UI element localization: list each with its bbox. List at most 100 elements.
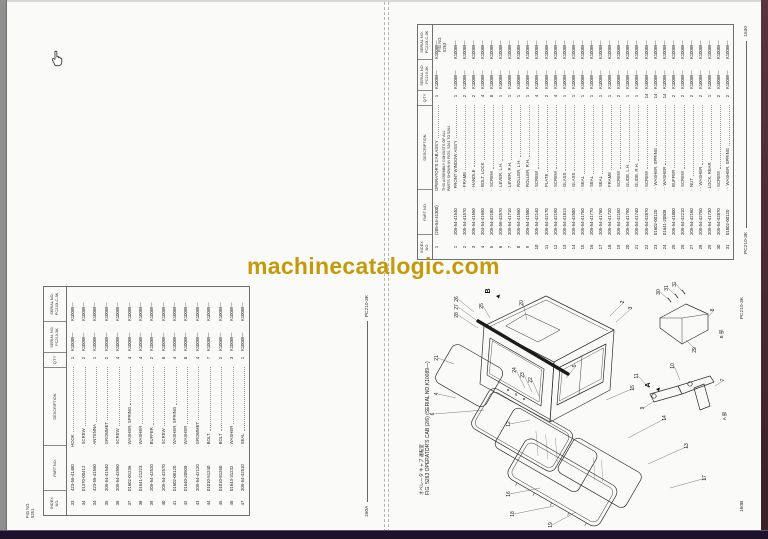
callout-leader-line — [437, 357, 455, 365]
right-table-footer-model: PC210-3K — [743, 231, 749, 254]
view-marker-arrow — [656, 387, 660, 392]
callout-number: 22 — [528, 377, 534, 383]
glass-pane-13 — [557, 437, 642, 508]
lever-part — [677, 375, 715, 395]
callout-leader-line — [531, 379, 540, 397]
lever-part — [649, 385, 683, 403]
callout-leader-line — [669, 477, 707, 489]
viewer-bottom-bar — [0, 530, 768, 539]
right-table-rotated-block: FIG NO. 5263 INDEX NO.PART NO.DESCRIPTIO… — [413, 20, 747, 262]
section-label: A 部 — [721, 411, 728, 420]
right-table-footer: PC210-3K 1630 — [740, 26, 752, 254]
window-frame-17 — [507, 438, 618, 527]
callout-number: 10 — [670, 363, 676, 369]
callout-leader-line — [523, 374, 533, 393]
callout-leader-line — [457, 306, 477, 321]
exploded-diagram: 2345687910111213141516171819202122232425… — [430, 282, 728, 528]
callout-leader-line — [685, 339, 697, 351]
callout-leader-line — [714, 379, 725, 387]
left-fig-number-label: FIG NO. 5261 — [25, 502, 36, 518]
cab-front-face — [479, 325, 555, 423]
right-table-footer-page: 1630 — [743, 26, 749, 37]
callout-number: 31 — [664, 285, 670, 291]
callout-leader-line — [437, 393, 457, 399]
callout-leader-line — [659, 291, 669, 300]
right-table-footer-rule — [745, 40, 747, 228]
left-footer-model: PC210-3K — [364, 295, 370, 318]
callout-number: 11 — [634, 373, 640, 378]
callout-number: 20 — [519, 300, 525, 306]
callout-number: 23 — [520, 372, 526, 378]
callout-leader-line — [433, 409, 485, 415]
left-footer-rule — [366, 321, 368, 502]
callout-number: 7 — [720, 378, 726, 381]
callout-number: 4 — [434, 392, 440, 395]
window-frame-21 — [435, 344, 504, 407]
callout-number: 26 — [454, 296, 460, 302]
callout-number: 8 — [710, 308, 716, 311]
callout-number: 16 — [506, 491, 512, 497]
left-page-footer: 160A PC210-3K — [360, 295, 374, 517]
callout-number: 19 — [548, 522, 554, 528]
callout-leader-line — [509, 419, 531, 425]
callout-number: 2 — [620, 300, 626, 303]
callout-number: 32 — [672, 282, 678, 287]
callout-leader-line — [457, 298, 475, 313]
callout-number: 12 — [506, 421, 512, 427]
bracket-part-8 — [659, 303, 709, 345]
callout-leader-line — [509, 487, 541, 495]
viewer-right-edge — [761, 0, 768, 539]
callout-leader-line — [522, 302, 528, 321]
callout-number: 24 — [512, 367, 518, 373]
callout-number: 5 — [572, 364, 578, 367]
callout-leader-line — [673, 365, 681, 381]
callout-number: 3 — [628, 306, 634, 309]
callout-leader-line — [647, 445, 689, 465]
callout-leader-line — [609, 301, 625, 317]
callout-leader-line — [627, 417, 667, 439]
glass-pane-12 — [494, 407, 598, 492]
side-window-opening — [556, 343, 607, 406]
callout-leader-line — [551, 511, 577, 526]
catalog-page-left — [7, 2, 385, 532]
callout-number: 17 — [702, 475, 708, 481]
callout-leader-line — [457, 314, 479, 329]
callout-number: 25 — [479, 303, 485, 309]
callout-number: 13 — [684, 443, 690, 449]
catalog-page-right — [388, 2, 762, 532]
callout-leader-line — [482, 305, 491, 319]
callout-leader-line — [513, 505, 555, 515]
